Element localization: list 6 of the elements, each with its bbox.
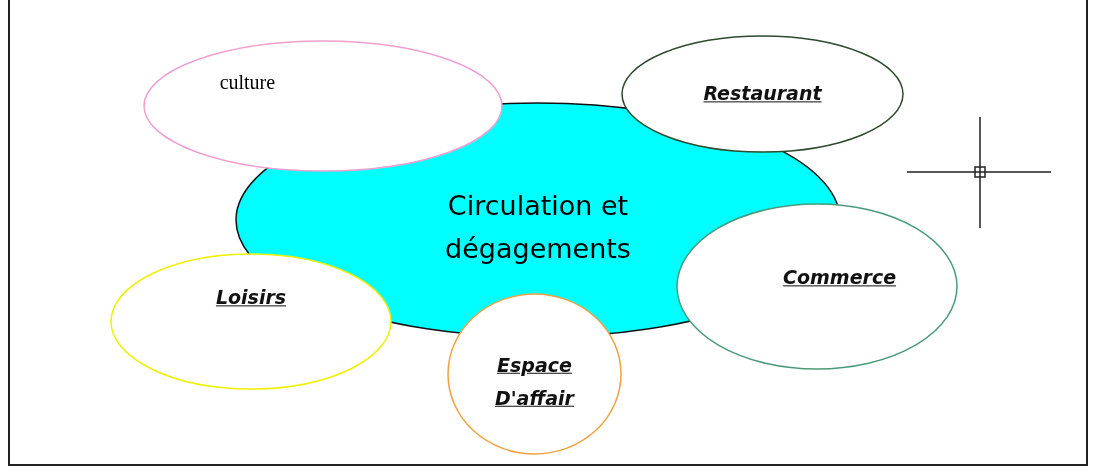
space-label: Commerce <box>783 265 897 291</box>
space-label: Restaurant <box>703 81 822 107</box>
space-label: Espace D'affair <box>494 352 576 412</box>
space-label: culture <box>219 70 276 94</box>
space-label: Loisirs <box>215 285 287 311</box>
space-label: Circulation et dégagements <box>444 188 632 267</box>
